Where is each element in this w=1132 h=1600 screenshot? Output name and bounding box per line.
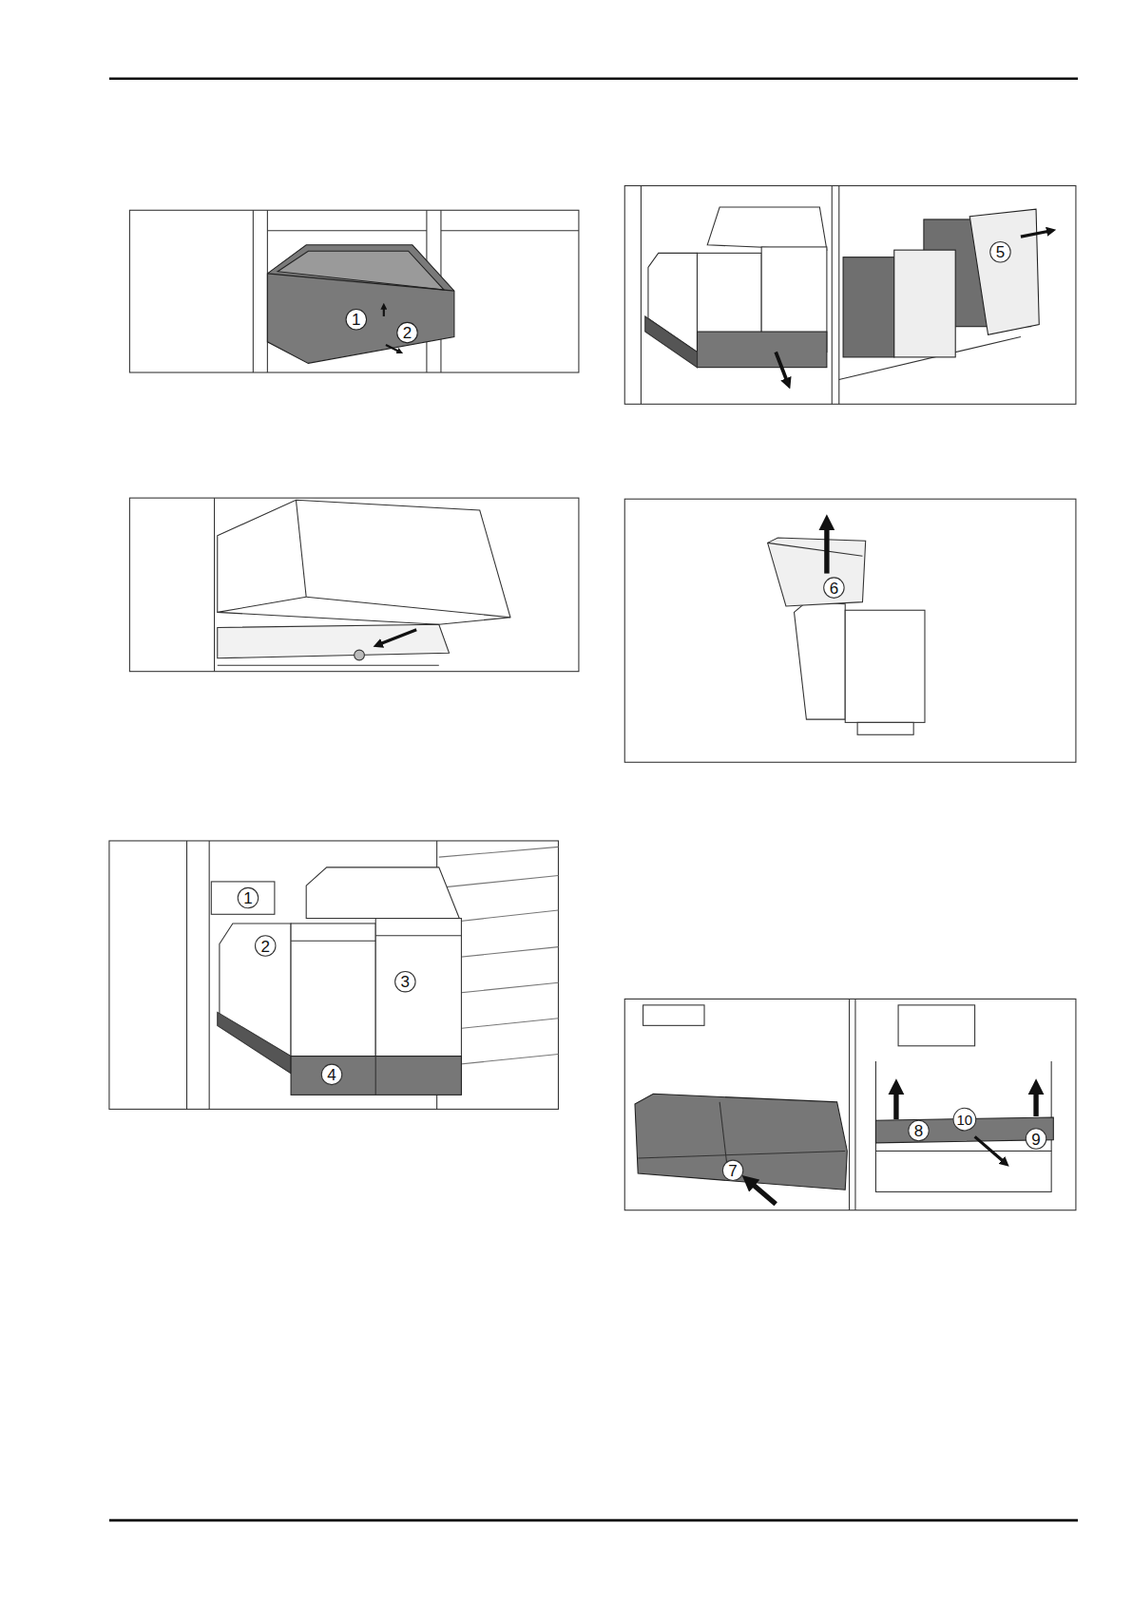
callout-number: 4 <box>326 1066 336 1083</box>
callout-number: 2 <box>402 325 412 342</box>
callout-number: 3 <box>401 974 410 991</box>
callout-number: 1 <box>351 311 361 328</box>
callout-number: 8 <box>914 1122 923 1139</box>
callout-number: 10 <box>957 1112 974 1129</box>
callout-number: 5 <box>996 244 1005 261</box>
callout-number: 7 <box>728 1162 737 1179</box>
callout-number: 6 <box>829 579 839 596</box>
callout-number: 9 <box>1031 1131 1040 1148</box>
callout-number: 1 <box>243 890 252 907</box>
callout-number: 2 <box>260 938 269 955</box>
